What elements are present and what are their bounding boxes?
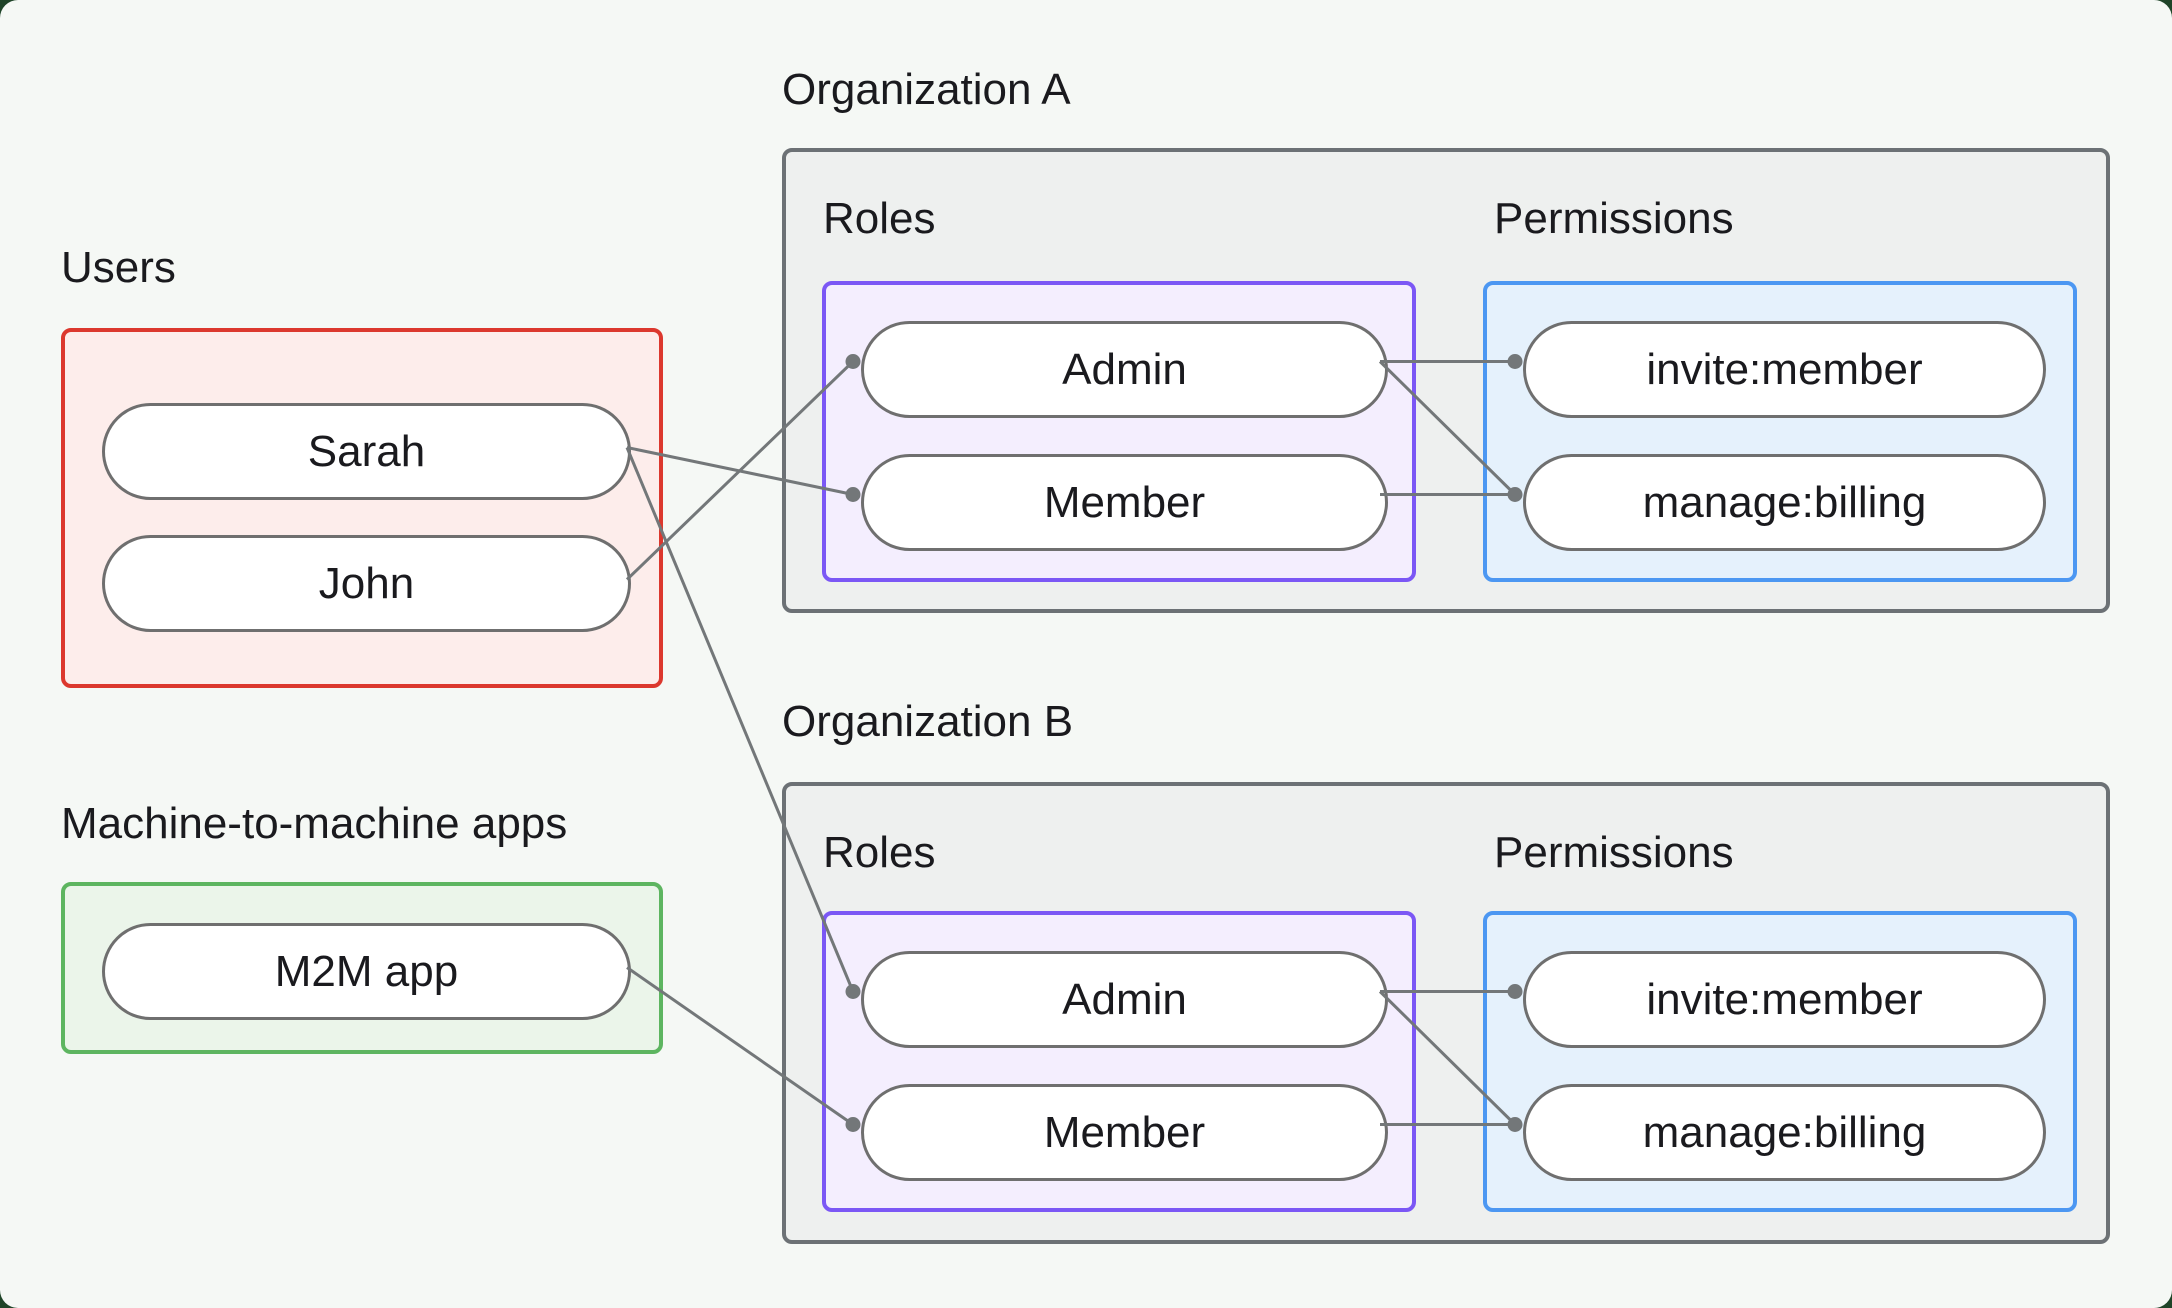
org-a-label: Organization A bbox=[782, 65, 1071, 114]
org-b-roles-label: Roles bbox=[823, 828, 936, 877]
org-b-roles-box: Admin Member bbox=[822, 911, 1416, 1212]
m2m-node-app: M2M app bbox=[102, 923, 631, 1020]
org-a-role-node-admin: Admin bbox=[861, 321, 1388, 418]
org-b-permission-node-invite-member: invite:member bbox=[1523, 951, 2046, 1048]
users-box: Sarah John bbox=[61, 328, 663, 688]
org-b-permissions-box: invite:member manage:billing bbox=[1483, 911, 2077, 1212]
org-a-box: Roles Permissions Admin Member invite:me… bbox=[782, 148, 2110, 613]
user-node-john: John bbox=[102, 535, 631, 632]
org-a-roles-box: Admin Member bbox=[822, 281, 1416, 582]
org-b-permission-node-manage-billing: manage:billing bbox=[1523, 1084, 2046, 1181]
org-a-permissions-label: Permissions bbox=[1494, 194, 1734, 243]
org-a-roles-label: Roles bbox=[823, 194, 936, 243]
org-a-permission-node-manage-billing: manage:billing bbox=[1523, 454, 2046, 551]
user-node-sarah: Sarah bbox=[102, 403, 631, 500]
m2m-group-label: Machine-to-machine apps bbox=[61, 799, 568, 848]
m2m-box: M2M app bbox=[61, 882, 663, 1054]
org-b-box: Roles Permissions Admin Member invite:me… bbox=[782, 782, 2110, 1244]
org-b-label: Organization B bbox=[782, 697, 1074, 746]
org-a-permissions-box: invite:member manage:billing bbox=[1483, 281, 2077, 582]
org-b-role-node-member: Member bbox=[861, 1084, 1388, 1181]
users-group-label: Users bbox=[61, 243, 176, 292]
org-b-role-node-admin: Admin bbox=[861, 951, 1388, 1048]
org-b-permissions-label: Permissions bbox=[1494, 828, 1734, 877]
org-a-permission-node-invite-member: invite:member bbox=[1523, 321, 2046, 418]
org-a-role-node-member: Member bbox=[861, 454, 1388, 551]
